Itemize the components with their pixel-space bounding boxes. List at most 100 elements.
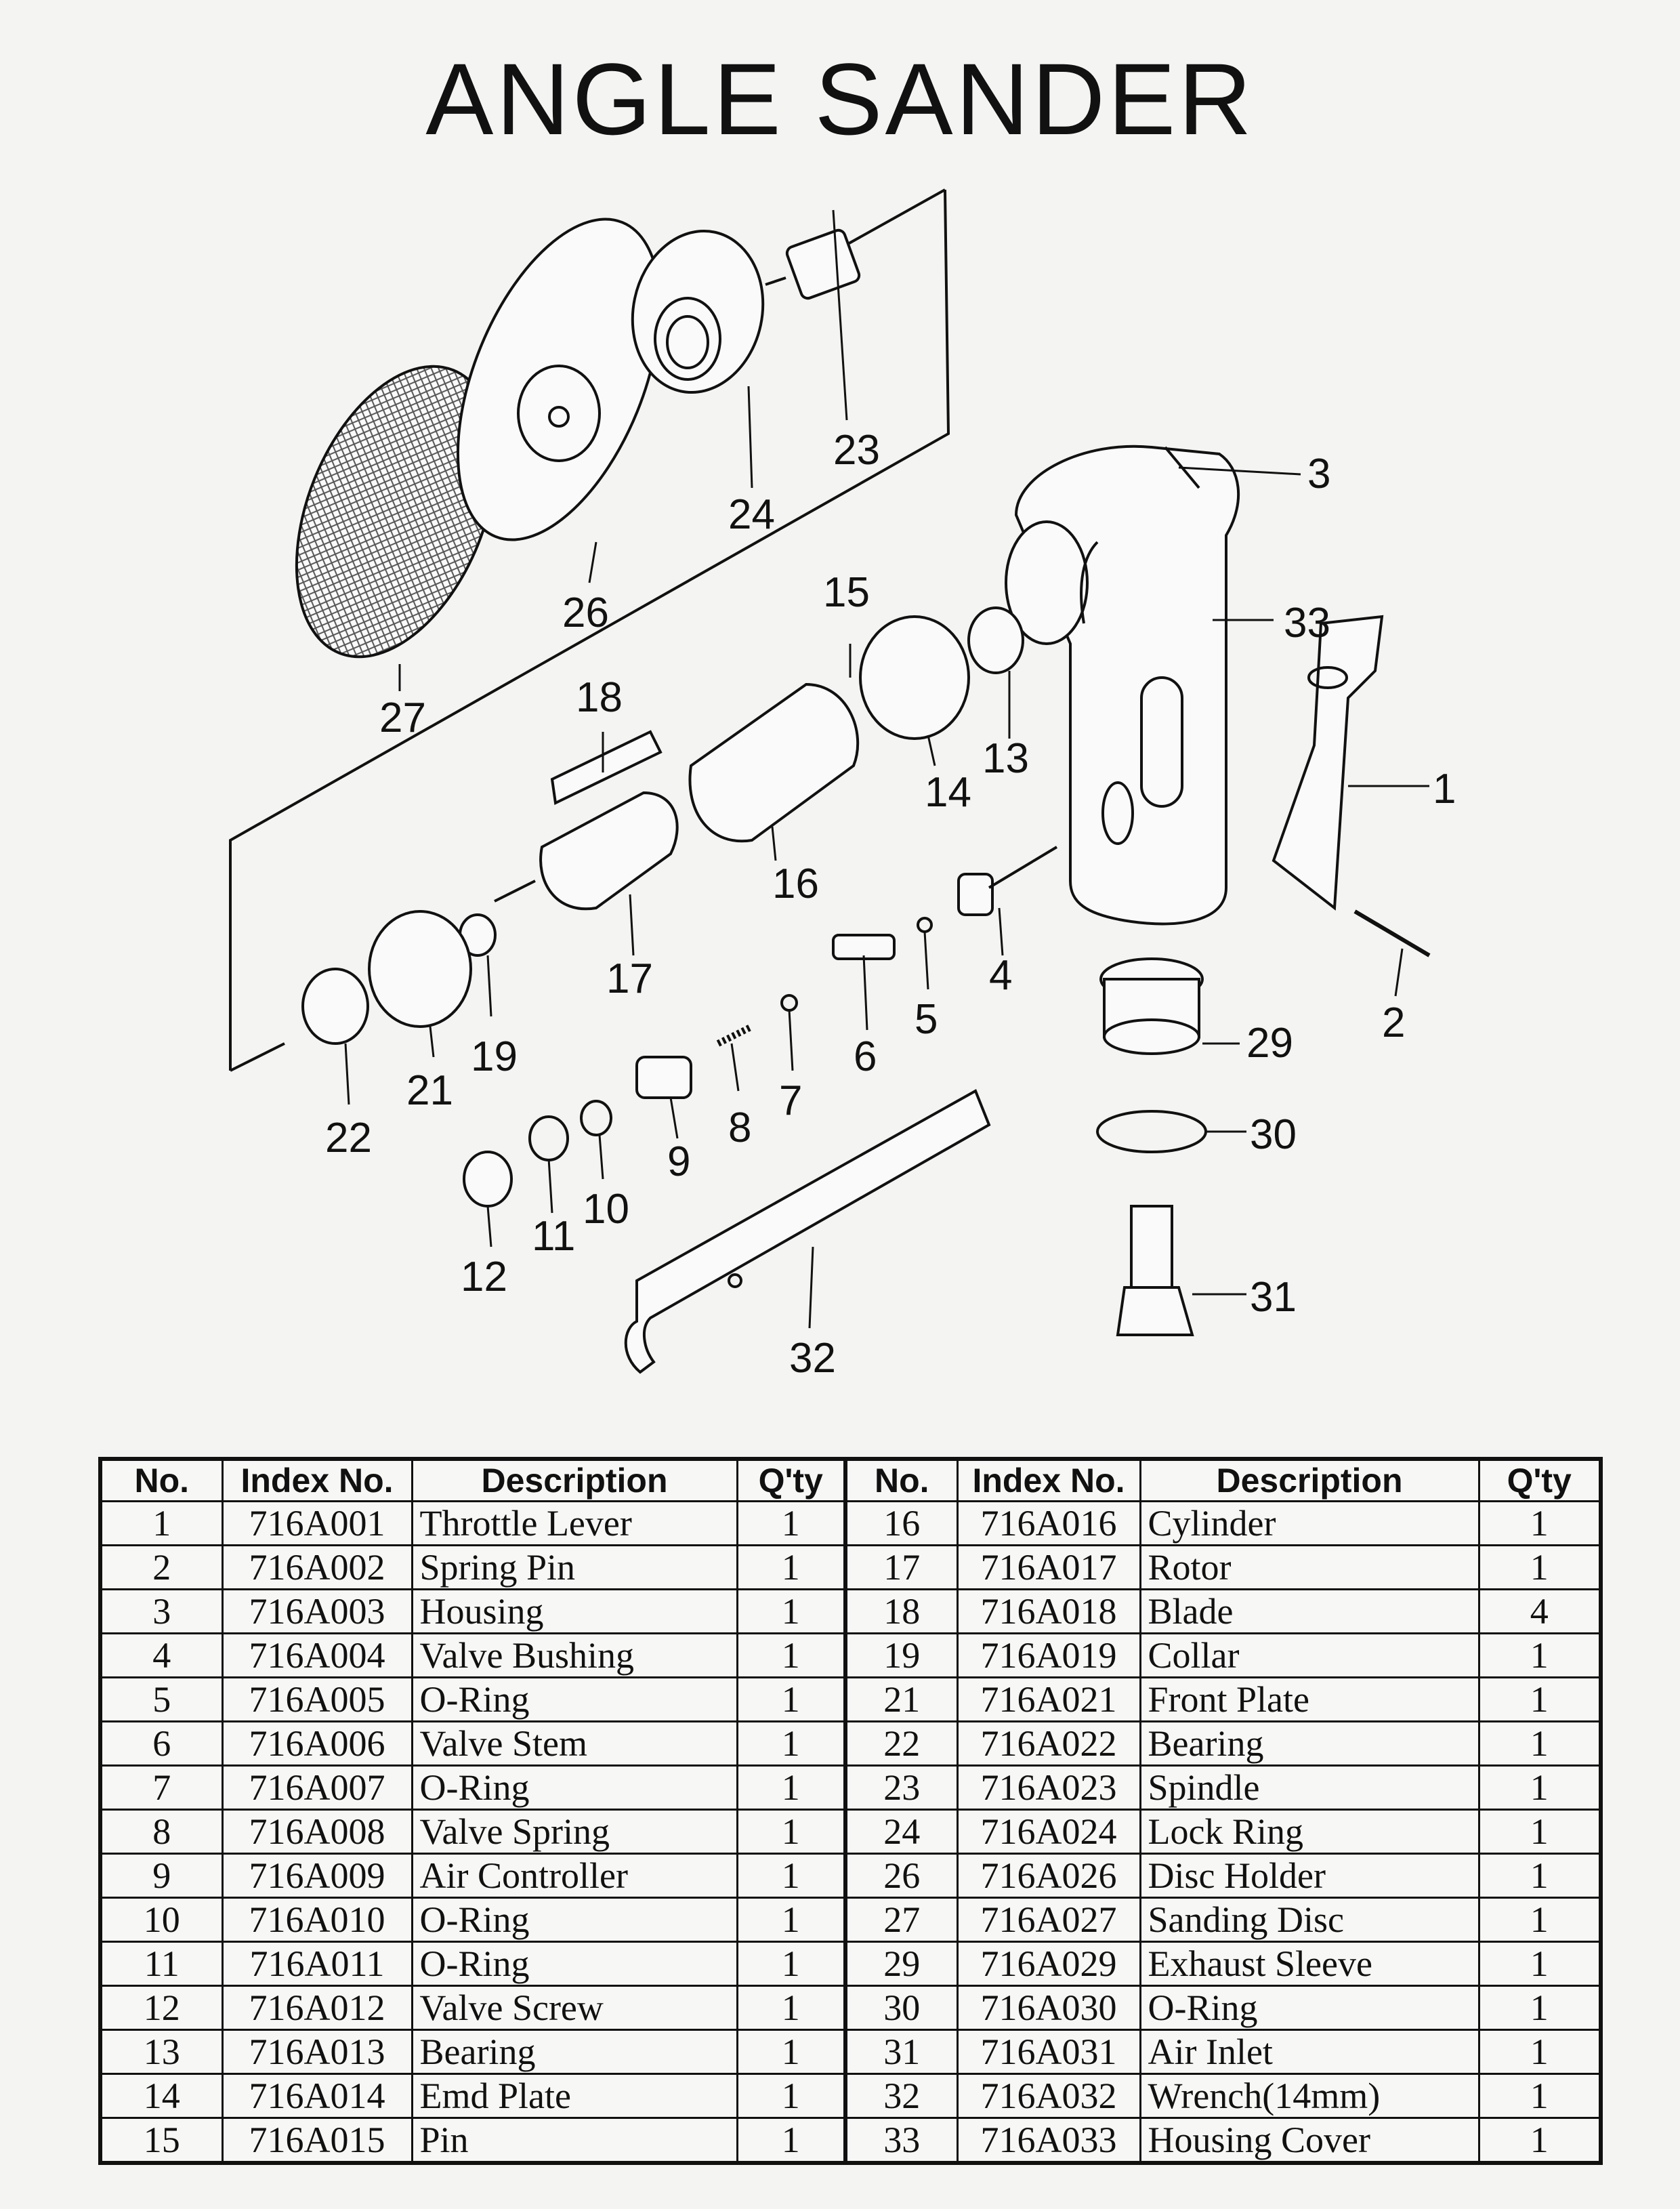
qty-cell: 1 xyxy=(736,1764,847,1811)
callout-13: 13 xyxy=(982,735,1029,782)
exhaust-sleeve-part xyxy=(1099,957,1204,1055)
qty-cell: 1 xyxy=(1477,2073,1602,2119)
callout-8: 8 xyxy=(728,1104,751,1151)
index-no-cell: 716A006 xyxy=(221,1720,413,1767)
callout-22: 22 xyxy=(325,1115,372,1161)
qty-cell: 1 xyxy=(736,2117,847,2164)
index-no-cell: 716A023 xyxy=(956,1764,1141,1811)
index-no-cell: 716A029 xyxy=(956,1941,1141,1987)
qty-cell: 1 xyxy=(736,1676,847,1722)
description-cell: Emd Plate xyxy=(411,2073,738,2119)
callout-24: 24 xyxy=(728,491,775,538)
header-index-no: Index No. xyxy=(956,1458,1141,1502)
qty-cell: 1 xyxy=(1477,1985,1602,2031)
cylinder-part xyxy=(688,682,860,843)
part-no-cell: 30 xyxy=(843,1985,959,2031)
part-no-cell: 10 xyxy=(99,1897,224,1943)
description-cell: O-Ring xyxy=(411,1676,738,1722)
air-inlet-part xyxy=(1116,1205,1194,1336)
part-no-cell: 26 xyxy=(843,1853,959,1899)
qty-cell: 1 xyxy=(1477,1897,1602,1943)
part-no-cell: 8 xyxy=(99,1809,224,1855)
callout-16: 16 xyxy=(772,861,819,907)
part-no-cell: 12 xyxy=(99,1985,224,2031)
index-no-cell: 716A019 xyxy=(956,1632,1141,1678)
index-no-cell: 716A030 xyxy=(956,1985,1141,2031)
callout-1: 1 xyxy=(1433,766,1456,812)
index-no-cell: 716A003 xyxy=(221,1588,413,1634)
description-cell: Exhaust Sleeve xyxy=(1139,1941,1480,1987)
callout-5: 5 xyxy=(915,996,938,1043)
callout-11: 11 xyxy=(532,1213,575,1260)
part-no-cell: 4 xyxy=(99,1632,224,1678)
index-no-cell: 716A024 xyxy=(956,1809,1141,1855)
index-no-cell: 716A013 xyxy=(221,2029,413,2075)
part-no-cell: 11 xyxy=(99,1941,224,1987)
index-no-cell: 716A001 xyxy=(221,1500,413,1546)
callout-27: 27 xyxy=(379,695,426,741)
qty-cell: 4 xyxy=(1477,1588,1602,1634)
index-no-cell: 716A004 xyxy=(221,1632,413,1678)
description-cell: Throttle Lever xyxy=(411,1500,738,1546)
callout-21: 21 xyxy=(406,1067,453,1114)
table-header-row: No. Index No. Description Q'ty No. Index… xyxy=(99,1458,1602,1502)
spring-pin-part xyxy=(1353,909,1431,957)
wrench-part xyxy=(624,1089,991,1374)
description-cell: Lock Ring xyxy=(1139,1809,1480,1855)
description-cell: Disc Holder xyxy=(1139,1853,1480,1899)
part-no-cell: 23 xyxy=(843,1764,959,1811)
description-cell: Sanding Disc xyxy=(1139,1897,1480,1943)
callout-30: 30 xyxy=(1250,1111,1297,1158)
description-cell: Air Controller xyxy=(411,1853,738,1899)
index-no-cell: 716A016 xyxy=(956,1500,1141,1546)
qty-cell: 1 xyxy=(736,1853,847,1899)
part-no-cell: 2 xyxy=(99,1544,224,1590)
exploded-parts-diagram: 1 2 3 4 5 6 7 8 9 10 11 12 13 14 15 16 1… xyxy=(229,188,1456,1382)
description-cell: Air Inlet xyxy=(1139,2029,1480,2075)
callout-10: 10 xyxy=(583,1186,629,1233)
rotor-part xyxy=(539,791,679,911)
qty-cell: 1 xyxy=(1477,2117,1602,2164)
description-cell: Valve Screw xyxy=(411,1985,738,2031)
spindle-part xyxy=(765,228,861,300)
part-no-cell: 19 xyxy=(843,1632,959,1678)
qty-cell: 1 xyxy=(736,1809,847,1855)
index-no-cell: 716A005 xyxy=(221,1676,413,1722)
callout-7: 7 xyxy=(779,1077,802,1124)
callout-26: 26 xyxy=(562,590,609,636)
part-no-cell: 15 xyxy=(99,2117,224,2164)
qty-cell: 1 xyxy=(736,2073,847,2119)
qty-cell: 1 xyxy=(1477,1676,1602,1722)
qty-cell: 1 xyxy=(1477,1809,1602,1855)
header-qty: Q'ty xyxy=(1477,1458,1602,1502)
index-no-cell: 716A009 xyxy=(221,1853,413,1899)
part-no-cell: 33 xyxy=(843,2117,959,2164)
callout-29: 29 xyxy=(1246,1020,1293,1067)
description-cell: Pin xyxy=(411,2117,738,2164)
part-no-cell: 27 xyxy=(843,1897,959,1943)
lock-ring-part xyxy=(631,229,765,394)
callout-12: 12 xyxy=(461,1254,507,1300)
callout-14: 14 xyxy=(925,769,971,816)
callout-6: 6 xyxy=(854,1033,877,1080)
callout-3: 3 xyxy=(1307,451,1330,497)
description-cell: Collar xyxy=(1139,1632,1480,1678)
description-cell: O-Ring xyxy=(1139,1985,1480,2031)
bearing-13-part xyxy=(967,606,1024,674)
qty-cell: 1 xyxy=(1477,1632,1602,1678)
part-no-cell: 3 xyxy=(99,1588,224,1634)
callout-2: 2 xyxy=(1382,999,1405,1046)
header-qty: Q'ty xyxy=(736,1458,847,1502)
description-cell: O-Ring xyxy=(411,1941,738,1987)
qty-cell: 1 xyxy=(736,1985,847,2031)
part-no-cell: 22 xyxy=(843,1720,959,1767)
qty-cell: 1 xyxy=(736,1632,847,1678)
qty-cell: 1 xyxy=(1477,1941,1602,1987)
